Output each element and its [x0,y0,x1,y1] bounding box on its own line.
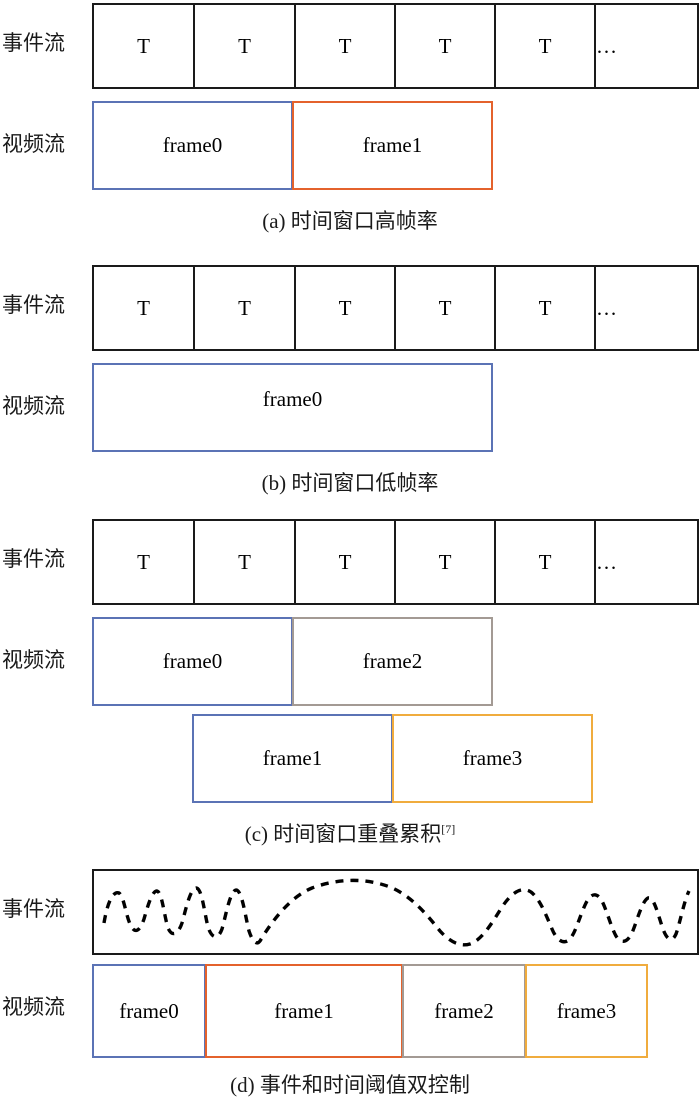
panel-a-event-strip: T T T T T … [92,3,699,89]
frame-box-frame2: frame2 [402,964,526,1058]
event-cell: T [496,521,596,603]
panel-a-video-row-label: 视频流 [2,132,65,156]
panel-b-caption: (b) 时间窗口低帧率 [0,467,700,497]
event-cell: T [94,5,195,87]
frame-box-frame3: frame3 [392,714,593,803]
panel-b-event-row-label: 事件流 [2,293,65,317]
ellipsis-icon: … [596,549,619,574]
ellipsis-icon: … [596,295,619,320]
frame-box-frame0: frame0 [92,964,206,1058]
panel-d-video-row-label: 视频流 [2,995,65,1019]
panel-c-event-row-label: 事件流 [2,547,65,571]
panel-d-event-row-label: 事件流 [2,897,65,921]
event-cell: T [496,5,596,87]
event-cell: T [496,267,596,349]
frame-box-frame1: frame1 [192,714,393,803]
event-cell: T [396,5,496,87]
panel-d-caption: (d) 事件和时间阈值双控制 [0,1069,700,1099]
panel-d-event-waveform-strip [92,869,699,955]
panel-b-event-strip: T T T T T … [92,265,699,351]
panel-c: 事件流 T T T T T … 视频流 frame0 frame2 frame1… [0,516,700,861]
frame-box-frame1: frame1 [292,101,493,190]
event-cell: T [396,267,496,349]
event-signal-waveform [102,878,691,947]
panel-c-caption: (c) 时间窗口重叠累积[7] [0,818,700,848]
panel-a-event-row-label: 事件流 [2,31,65,55]
frame-box-frame2: frame2 [292,617,493,706]
event-cell-ellipsis: … [596,267,619,349]
frame-box-frame0: frame0 [92,363,493,452]
panel-c-event-strip: T T T T T … [92,519,699,605]
panel-a-caption: (a) 时间窗口高帧率 [0,205,700,235]
panel-b: 事件流 T T T T T … 视频流 frame0 (b) 时间窗口低帧率 [0,262,700,512]
frame-box-frame0: frame0 [92,101,293,190]
event-cell: T [296,267,396,349]
event-cell: T [195,521,296,603]
caption-text: (a) 时间窗口高帧率 [262,209,438,233]
event-cell: T [296,5,396,87]
panel-d: 事件流 视频流 frame0 frame1 frame2 frame3 (d) … [0,866,700,1103]
event-cell: T [195,5,296,87]
event-cell: T [94,521,195,603]
caption-text: (d) 事件和时间阈值双控制 [230,1073,470,1097]
caption-reference: [7] [441,822,456,836]
event-cell: T [296,521,396,603]
panel-c-video-row-label: 视频流 [2,648,65,672]
event-cell-ellipsis: … [596,5,619,87]
panel-b-video-row-label: 视频流 [2,394,65,418]
event-cell-ellipsis: … [596,521,619,603]
event-cell: T [94,267,195,349]
panel-a: 事件流 T T T T T … 视频流 frame0 frame1 (a) 时间… [0,0,700,250]
ellipsis-icon: … [596,33,619,58]
event-cell: T [195,267,296,349]
event-cell: T [396,521,496,603]
frame-box-frame3: frame3 [525,964,648,1058]
caption-text: (c) 时间窗口重叠累积 [244,822,442,846]
caption-text: (b) 时间窗口低帧率 [261,471,439,495]
frame-box-frame0: frame0 [92,617,293,706]
frame-box-frame1: frame1 [205,964,403,1058]
